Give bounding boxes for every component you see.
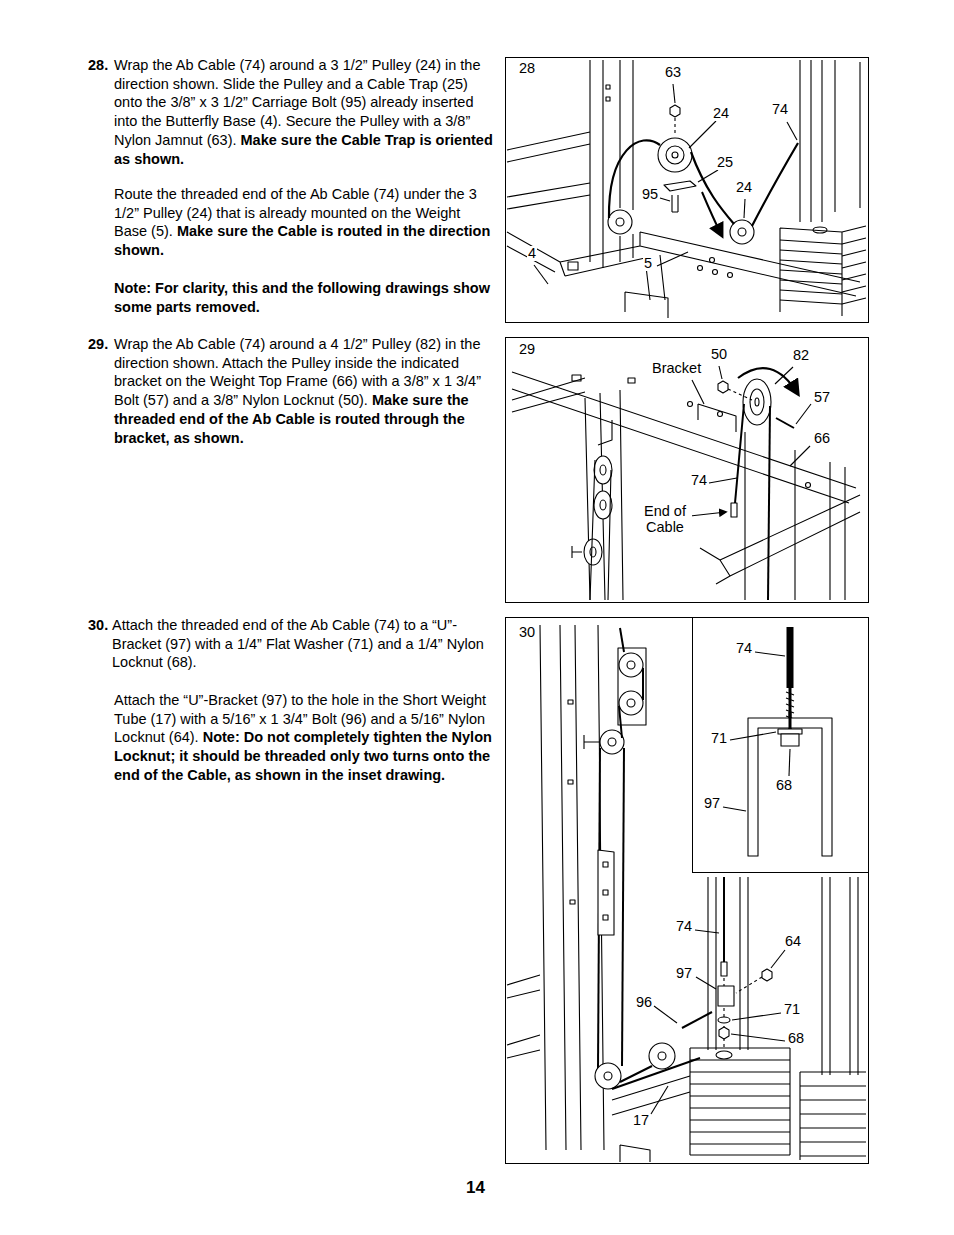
callout-number: End of Cable <box>638 503 692 535</box>
callout-number: 64 <box>784 934 802 949</box>
instruction-note: Note: For clarity, this and the followin… <box>114 279 494 316</box>
callout-number: 95 <box>641 187 659 202</box>
instruction-text: Wrap the Ab Cable (74) around a 3 1/2” P… <box>114 56 494 168</box>
instruction-phrase: Attach the threaded end of the Ab Cable … <box>112 617 484 670</box>
callout-number: 74 <box>690 473 708 488</box>
callout-number: 24 <box>712 106 730 121</box>
figure-number: 28 <box>518 61 536 76</box>
callout-number: 74 <box>771 102 789 117</box>
figure-panel: 29Bracket 50 82 57 66 74End of Cable <box>505 337 869 603</box>
callout-number: 63 <box>664 65 682 80</box>
instruction-text: Route the threaded end of the Ab Cable (… <box>114 185 494 260</box>
callout-number: 97 <box>703 796 721 811</box>
page-number: 14 <box>466 1178 485 1198</box>
step-number: 28. <box>88 56 114 75</box>
callout-number: 74 <box>735 641 753 656</box>
callout-number: 50 <box>710 347 728 362</box>
figure-number: 29 <box>518 342 536 357</box>
callout-number: 5 <box>643 256 653 271</box>
callout-number: 97 <box>675 966 693 981</box>
callout-number: 68 <box>787 1031 805 1046</box>
callout-number: 57 <box>813 390 831 405</box>
callout-number: 68 <box>775 778 793 793</box>
instruction-phrase: 28. <box>88 57 108 73</box>
inset-panel: 74 71 68 97 <box>692 617 869 873</box>
callout-number: 96 <box>635 995 653 1010</box>
callout-number: 71 <box>710 731 728 746</box>
callout-number: 74 <box>675 919 693 934</box>
figure-number: 30 <box>518 625 536 640</box>
step-number: 29. <box>88 335 114 354</box>
callout-number: 71 <box>783 1002 801 1017</box>
callout-number: 82 <box>792 348 810 363</box>
instruction-text: Wrap the Ab Cable (74) around a 4 1/2” P… <box>114 335 494 447</box>
instruction-text: Attach the threaded end of the Ab Cable … <box>112 616 492 672</box>
step-number: 30. <box>88 616 114 635</box>
instruction-phrase: 29. <box>88 336 108 352</box>
callout-number: 17 <box>632 1113 650 1128</box>
callout-number: 4 <box>527 246 537 261</box>
figure-panel: 2863247425249545 <box>505 57 869 323</box>
bold-instruction: Note: For clarity, this and the followin… <box>114 280 490 315</box>
callout-number: 66 <box>813 431 831 446</box>
callout-number: 24 <box>735 180 753 195</box>
instruction-phrase: 30. <box>88 617 108 633</box>
figure-panel: 74 71 68 97 30 74 64 97 71 96 68 17 <box>505 617 869 1164</box>
callout-number: Bracket <box>651 361 702 376</box>
instruction-text: Attach the “U”-Bracket (97) to the hole … <box>114 691 494 785</box>
callout-number: 25 <box>716 155 734 170</box>
